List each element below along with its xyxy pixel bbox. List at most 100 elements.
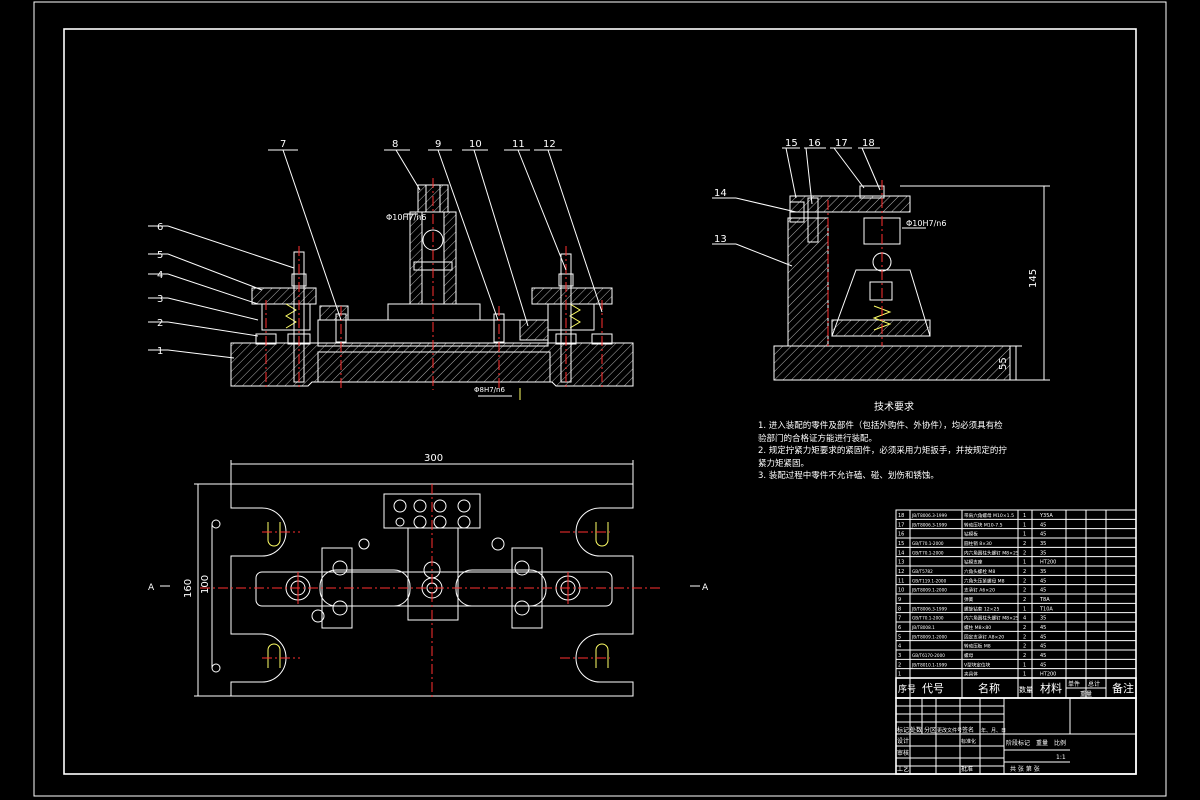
tb-zone: 分区 <box>924 726 936 734</box>
tb-change: 更改文件号 <box>937 727 962 734</box>
dim-100: 100 <box>200 575 211 594</box>
tb-scale-value: 1:1 <box>1056 754 1066 761</box>
bom-header-unit: 单件 <box>1068 680 1080 688</box>
bom-cell-qty: 2 <box>1023 597 1026 603</box>
bom-cell-code: JB/T8008.1 <box>911 625 935 630</box>
tolerance-2: Φ8H7/n6 <box>474 386 505 394</box>
bom-cell-qty: 1 <box>1023 532 1026 538</box>
bom-cell-mat: 45 <box>1040 588 1046 594</box>
bom-cell-code: GB/T6170-2000 <box>912 653 945 658</box>
bom-cell-no: 14 <box>898 550 904 556</box>
tb-count: 处数 <box>910 726 922 734</box>
tb-signature: 签名 <box>962 726 974 734</box>
bom-cell-no: 9 <box>898 597 901 603</box>
bom-cell-code: GB/T119.1-2000 <box>912 578 947 583</box>
bom-cell-qty: 1 <box>1023 672 1026 678</box>
tb-scale: 比例 <box>1054 739 1066 747</box>
tb-date: 年、月、日 <box>981 727 1006 734</box>
side-base <box>773 345 1011 381</box>
label-7: 7 <box>280 139 286 150</box>
bom-cell-no: 7 <box>898 616 901 622</box>
bom-cell-no: 13 <box>898 560 904 566</box>
left-pressure-plate <box>251 287 317 305</box>
dim-300: 300 <box>424 453 443 464</box>
label-5: 5 <box>157 250 163 261</box>
tech-req-line: 3. 装配过程中零件不允许磕、碰、划伤和锈蚀。 <box>758 471 939 481</box>
bom-cell-no: 4 <box>898 644 901 650</box>
front-view <box>148 149 634 400</box>
bom-header-code: 代号 <box>922 682 944 695</box>
bom-cell-no: 1 <box>898 672 901 678</box>
bom-cell-mat: Y35A <box>1039 513 1053 519</box>
bom-cell-mat: 45 <box>1040 662 1046 668</box>
tech-req-line: 2. 规定拧紧力矩要求的紧固件，必须采用力矩扳手，并按规定的拧 <box>758 446 1007 456</box>
bom-cell-qty: 2 <box>1023 569 1026 575</box>
inner-frame <box>63 28 1137 775</box>
bom-cell-mat: 35 <box>1040 616 1046 622</box>
tb-standard: 标准化 <box>961 738 976 745</box>
bom-header-total: 总计 <box>1088 680 1100 688</box>
tb-designer: 设计 <box>897 737 909 745</box>
bom-cell-mat: HT200 <box>1040 672 1056 678</box>
label-3: 3 <box>157 294 163 305</box>
top-body-outline <box>230 483 634 697</box>
bom-cell-no: 10 <box>898 588 904 594</box>
tb-approve: 批准 <box>961 765 973 773</box>
tech-req-line: 1. 进入装配的零件及部件（包括外购件、外协件），均必须具有检 <box>758 421 1003 431</box>
bom-cell-qty: 1 <box>1023 560 1026 566</box>
bom-cell-qty: 2 <box>1023 578 1026 584</box>
bom-header-weight: 重量 <box>1080 690 1092 698</box>
bom-cell-code: GB/T70.1-2000 <box>912 541 944 546</box>
tb-mark: 标记 <box>897 726 909 734</box>
label-11: 11 <box>512 139 525 150</box>
label-16: 16 <box>808 138 821 149</box>
tolerance-3: Φ10H7/n6 <box>906 219 946 228</box>
bom-cell-name: 固定支承钉 A8×20 <box>964 633 1004 640</box>
bom-cell-name: 螺柱 M8×80 <box>964 624 991 631</box>
bom-cell-no: 8 <box>898 606 901 612</box>
outer-frame <box>33 1 1167 797</box>
bom-cell-qty: 2 <box>1023 653 1026 659</box>
dim-160: 160 <box>183 579 194 598</box>
bom-cell-code: GB/T70.1-2000 <box>912 550 944 555</box>
bom-cell-code: JB/T8010.1-1999 <box>911 662 947 667</box>
bom-cell-qty: 1 <box>1023 662 1026 668</box>
bom-cell-no: 12 <box>898 569 904 575</box>
top-view-labels: 300 160 100 A A <box>148 453 709 598</box>
technical-requirements: 技术要求 1. 进入装配的零件及部件（包括外购件、外协件），均必须具有检 验部门… <box>758 402 1058 483</box>
bom-cell-name: 内六角圆柱头螺钉 M8×25 <box>964 549 1019 556</box>
bom-cell-qty: 2 <box>1023 634 1026 640</box>
bom-cell-mat: HT200 <box>1040 560 1056 566</box>
bom-cell-qty: 2 <box>1023 588 1026 594</box>
bom-cell-name: 钻模支座 <box>964 559 983 566</box>
label-4: 4 <box>157 270 163 281</box>
label-10: 10 <box>469 139 482 150</box>
bom-cell-name: 支承钉 A6×20 <box>964 587 995 594</box>
bom-cell-no: 18 <box>898 513 904 519</box>
bom-cell-no: 3 <box>898 653 901 659</box>
bom-cell-code: JB/T8009.1-2000 <box>911 588 947 593</box>
bom-header-material: 材料 <box>1040 681 1062 695</box>
bom-cell-mat: 45 <box>1040 532 1046 538</box>
bom-cell-mat: 35 <box>1040 550 1046 556</box>
bom-cell-qty: 1 <box>1023 513 1026 519</box>
bom-cell-code: JB/T8006.3-1999 <box>911 606 947 611</box>
label-1: 1 <box>157 346 163 357</box>
title-block: 标记 处数 分区 更改文件号 签名 年、月、日 设计 标准化 审核 工艺 批准 … <box>895 697 1137 775</box>
tb-stage: 阶段标记 <box>1006 739 1030 747</box>
section-mark-left: A <box>148 583 155 593</box>
bom-cell-mat: 45 <box>1040 625 1046 631</box>
bom-cell-name: 螺母 <box>964 652 974 659</box>
bom-cell-name: 转动压块 M10-7.5 <box>964 521 1003 528</box>
tech-req-line: 紧力矩紧固。 <box>758 458 810 469</box>
label-13: 13 <box>714 234 727 245</box>
label-12: 12 <box>543 139 556 150</box>
bom-cell-no: 2 <box>898 662 901 668</box>
bom-cell-code: JB/T8006.3-1999 <box>911 513 947 518</box>
part-labels-front: 6 5 4 3 2 1 7 8 9 10 11 12 Φ10H7/n6 Φ8H7… <box>157 139 556 394</box>
bom-cell-name: V型块定位块 <box>964 661 991 668</box>
label-14: 14 <box>714 188 727 199</box>
bom-cell-mat: 35 <box>1040 541 1046 547</box>
dim-55: 55 <box>998 357 1009 370</box>
